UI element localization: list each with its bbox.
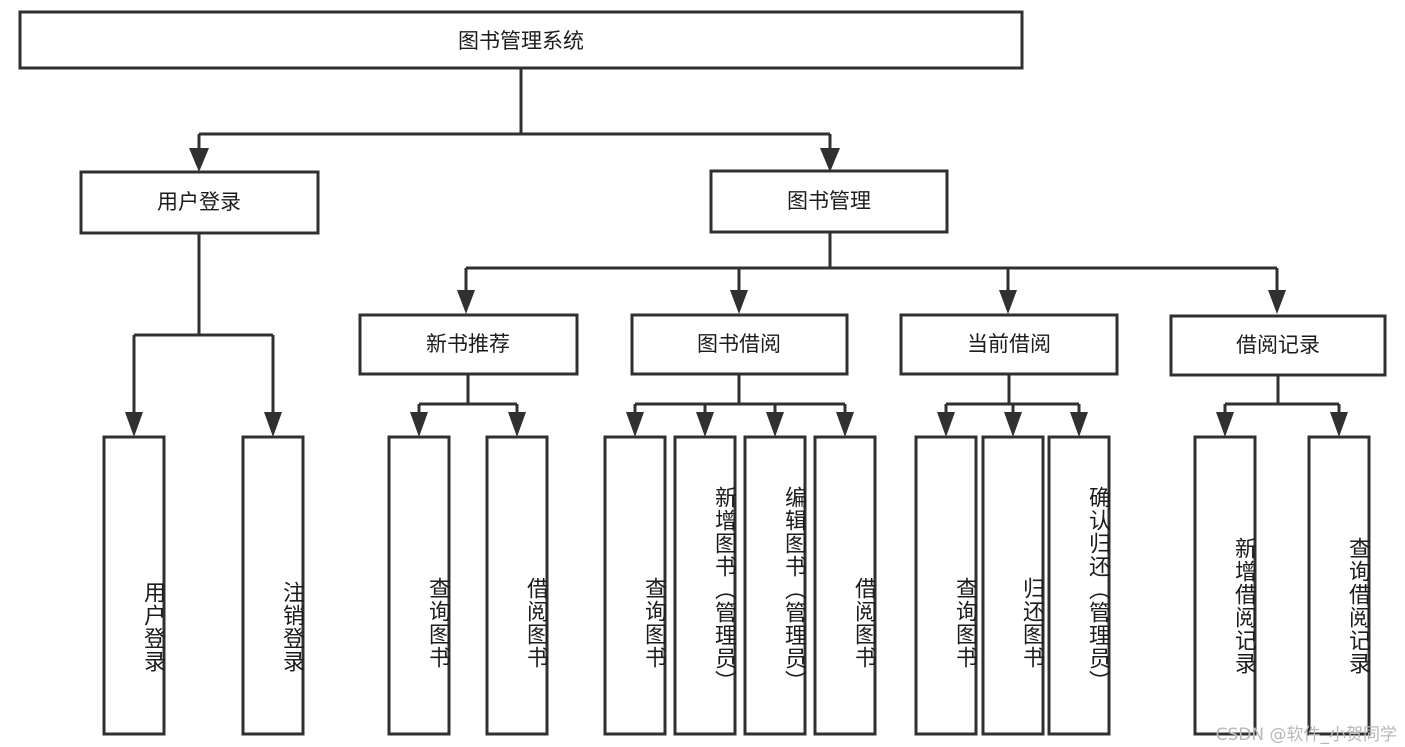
watermark-text: CSDN @软件_小贺同学 bbox=[1215, 725, 1397, 745]
node-leaf-confirm-return-box[interactable] bbox=[1047, 435, 1111, 736]
arrowhead-borrow-record bbox=[1268, 290, 1286, 314]
node-user-login-box[interactable] bbox=[79, 170, 320, 235]
node-leaf-borrow-book-1-box[interactable] bbox=[485, 435, 549, 736]
arrowhead-leaf-borrow-book-1 bbox=[508, 412, 526, 437]
node-leaf-query-book-3-box[interactable] bbox=[914, 435, 978, 736]
node-borrow-record-box[interactable] bbox=[1169, 314, 1387, 377]
node-user-login-label: 用户登录 bbox=[157, 190, 241, 214]
arrowhead-leaf-add-record bbox=[1216, 412, 1234, 437]
arrowhead-leaf-return-book bbox=[1004, 412, 1022, 437]
node-leaf-query-book-1-box[interactable] bbox=[387, 435, 451, 736]
node-leaf-add-record-box[interactable] bbox=[1193, 435, 1257, 736]
arrowhead-leaf-borrow-book-2 bbox=[836, 412, 854, 437]
arrowhead-book-borrow bbox=[730, 290, 748, 314]
node-root[interactable]: 图书管理系统 bbox=[18, 10, 1024, 70]
arrowhead-leaf-query-book-1 bbox=[410, 412, 428, 437]
node-leaf-edit-book-box[interactable] bbox=[743, 435, 807, 736]
node-book-manage[interactable]: 图书管理 bbox=[709, 169, 949, 234]
arrowhead-leaf-user-logout bbox=[264, 412, 282, 437]
node-leaf-user-login-box[interactable] bbox=[102, 435, 166, 736]
arrowhead-leaf-query-book-3 bbox=[937, 412, 955, 437]
arrowhead-current-borrow bbox=[999, 290, 1017, 314]
node-borrow-record-label: 借阅记录 bbox=[1236, 333, 1320, 357]
node-current-borrow-box[interactable] bbox=[899, 313, 1119, 376]
node-user-login[interactable]: 用户登录 bbox=[79, 170, 320, 235]
node-leaf-borrow-book-2-box[interactable] bbox=[813, 435, 877, 736]
arrowhead-leaf-edit-book bbox=[766, 412, 784, 437]
arrowhead-leaf-user-login bbox=[125, 412, 143, 437]
node-leaf-add-book-box[interactable] bbox=[673, 435, 737, 736]
arrowhead-user-login bbox=[189, 148, 209, 172]
node-current-borrow-label: 当前借阅 bbox=[967, 332, 1051, 356]
node-root-label: 图书管理系统 bbox=[458, 29, 584, 53]
arrowhead-leaf-query-book-2 bbox=[626, 412, 644, 437]
node-book-manage-box[interactable] bbox=[709, 169, 949, 234]
node-leaf-query-record-box[interactable] bbox=[1307, 435, 1371, 736]
node-root-box[interactable] bbox=[18, 10, 1024, 70]
node-borrow-record[interactable]: 借阅记录 bbox=[1169, 314, 1387, 377]
node-leaf-user-logout-box[interactable] bbox=[241, 435, 305, 736]
leaf-box-group bbox=[102, 435, 1371, 736]
node-leaf-query-book-2-box[interactable] bbox=[603, 435, 667, 736]
node-new-book-rec-box[interactable] bbox=[358, 313, 579, 376]
arrowhead-book-manage bbox=[820, 148, 840, 172]
node-current-borrow[interactable]: 当前借阅 bbox=[899, 313, 1119, 376]
node-book-borrow[interactable]: 图书借阅 bbox=[630, 313, 849, 376]
node-leaf-return-book-box[interactable] bbox=[981, 435, 1045, 736]
node-new-book-rec-label: 新书推荐 bbox=[426, 332, 510, 356]
arrowhead-leaf-add-book bbox=[696, 412, 714, 437]
node-book-borrow-box[interactable] bbox=[630, 313, 849, 376]
node-book-manage-label: 图书管理 bbox=[787, 189, 871, 213]
node-new-book-rec[interactable]: 新书推荐 bbox=[358, 313, 579, 376]
connector-group bbox=[125, 68, 1348, 437]
arrowhead-new-book-rec bbox=[457, 290, 475, 314]
arrowhead-leaf-confirm-return bbox=[1070, 412, 1088, 437]
arrowhead-leaf-query-record bbox=[1330, 412, 1348, 437]
node-book-borrow-label: 图书借阅 bbox=[697, 332, 781, 356]
